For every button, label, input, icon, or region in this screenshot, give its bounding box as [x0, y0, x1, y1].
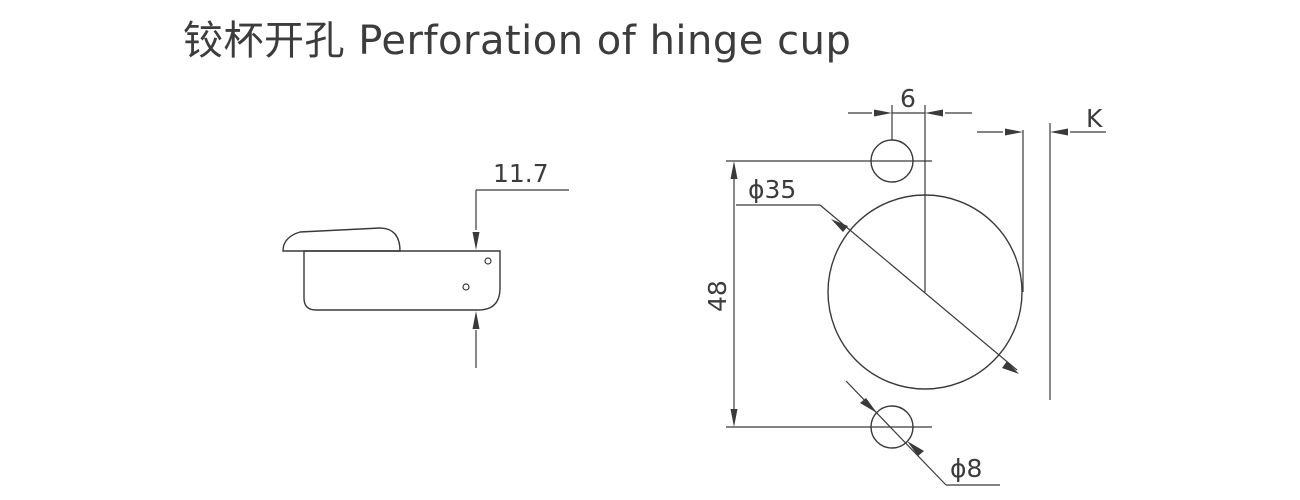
diameter-arrow-bottom: [1002, 361, 1019, 374]
height-arrow-top: [730, 161, 738, 179]
front-view: 6 K 48 ϕ35 ϕ8: [703, 84, 1106, 486]
diameter-label: ϕ35: [748, 175, 796, 204]
depth-label: 11.7: [493, 159, 549, 188]
page-title: 铰杯开孔 Perforation of hinge cup: [183, 18, 852, 64]
height-label: 48: [703, 280, 732, 312]
height-arrow-bottom: [730, 409, 738, 427]
cup-flange: [282, 227, 401, 252]
diameter-arrow-top: [831, 219, 848, 232]
k-label: K: [1086, 104, 1103, 133]
depth-arrow-bottom: [472, 311, 480, 329]
screw-diameter-label: ϕ8: [950, 454, 982, 483]
side-view: 11.7: [282, 159, 569, 368]
side-hole-lower: [462, 283, 470, 291]
k-arrow-right: [1050, 128, 1068, 136]
cup-body: [303, 250, 501, 311]
spacing-arrow-left: [874, 109, 892, 117]
spacing-arrow-right: [925, 109, 943, 117]
spacing-label: 6: [900, 84, 916, 113]
screw-diameter-line: [845, 380, 947, 486]
depth-arrow-top: [472, 232, 480, 250]
side-hole-upper: [484, 257, 492, 265]
diameter-line: [819, 204, 1018, 371]
screw-diameter-arrow-bottom: [907, 441, 924, 456]
screw-diameter-arrow-top: [860, 398, 877, 413]
k-arrow-left: [1005, 128, 1023, 136]
